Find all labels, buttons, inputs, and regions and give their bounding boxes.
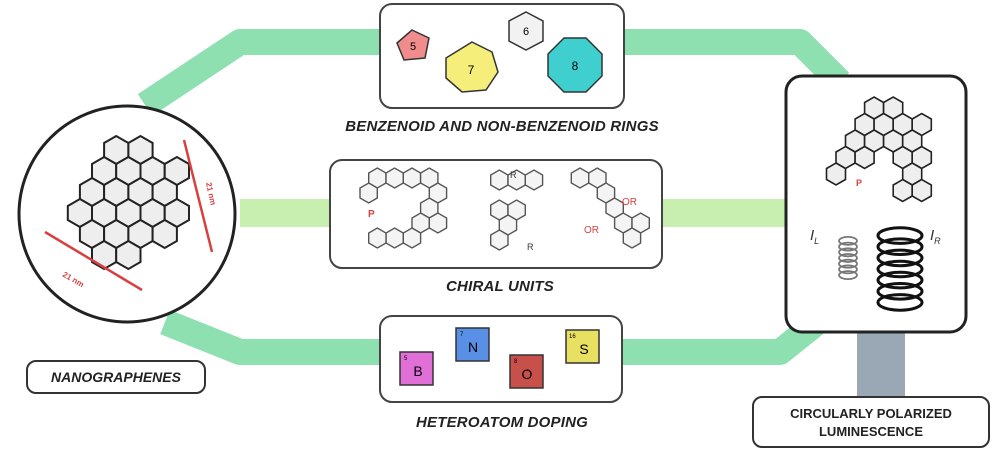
helix-coil — [838, 270, 858, 281]
atom-s-tile — [565, 329, 600, 364]
il-label: IL — [810, 227, 819, 246]
helix-coil — [876, 237, 924, 256]
hetero-box — [379, 315, 623, 403]
atom-o-symbol: O — [522, 366, 533, 382]
benzene-ring — [825, 162, 847, 186]
benzene-ring — [91, 239, 118, 271]
helicene-ring — [402, 167, 422, 189]
atom-b-z: 5 — [404, 356, 408, 362]
ring-6-shape — [508, 11, 544, 51]
ring-8-label: 8 — [572, 59, 579, 73]
binol-or-top: OR — [622, 197, 637, 208]
binol-or-bottom: OR — [584, 225, 599, 236]
helix-coil — [838, 247, 858, 258]
nanographene-structure — [66, 134, 190, 271]
helicene-ring — [428, 212, 448, 234]
helix-coil — [876, 259, 924, 279]
helicene-p-label: P — [368, 209, 375, 220]
atom-s-symbol: S — [579, 341, 588, 357]
helix-coil — [838, 235, 858, 246]
rings-title: BENZENOID AND NON-BENZENOID RINGS — [345, 118, 659, 135]
nanographenes-text: NANOGRAPHENES — [51, 369, 181, 385]
atom-n-tile — [455, 327, 490, 362]
cpl-stem — [857, 330, 905, 402]
atom-s-z: 16 — [569, 334, 576, 340]
binol-structure — [570, 167, 650, 249]
left-helix-icon — [838, 235, 858, 281]
helix-coil — [876, 282, 924, 301]
benzene-ring — [854, 145, 875, 170]
helix-coil — [838, 258, 858, 269]
benzene-ring — [892, 178, 914, 203]
helicene-ring — [402, 227, 422, 249]
ring-5-label: 5 — [410, 41, 416, 53]
atom-o-tile — [509, 354, 544, 389]
chiral-title: CHIRAL UNITS — [446, 278, 554, 295]
atom-b-symbol: B — [413, 363, 422, 379]
helix-coil — [838, 264, 858, 275]
cpl-helicene-structure — [825, 96, 933, 203]
binol-ring — [570, 167, 590, 189]
triptycene-structure — [490, 169, 544, 251]
dimension-line-bottom — [44, 230, 143, 292]
triptycene-r-bottom: R — [527, 242, 534, 252]
helix-coil — [876, 248, 924, 268]
top-band — [137, 29, 850, 116]
ir-label: IR — [930, 227, 941, 246]
helicene-structure — [359, 167, 448, 249]
nanographene-panel: 21 nm 21 nm — [17, 104, 237, 324]
cpl-panel: P IL IR — [784, 74, 968, 334]
right-helix-icon — [876, 226, 924, 312]
benzene-ring — [151, 218, 178, 250]
helicene-ring — [359, 182, 378, 204]
triptycene-ring — [490, 229, 509, 251]
hetero-title: HETEROATOM DOPING — [415, 414, 589, 431]
helix-coil — [876, 293, 924, 312]
helix-coil — [838, 253, 858, 263]
atom-o-z: 8 — [514, 359, 518, 365]
triptycene-ring — [524, 169, 544, 191]
atom-n-symbol: N — [468, 339, 478, 355]
helicene-ring — [385, 227, 404, 249]
cpl-label-line1: CIRCULARLY POLARIZED — [790, 406, 952, 421]
helicene-ring — [385, 167, 404, 189]
helix-coil — [838, 241, 858, 252]
ring-5-shape — [396, 29, 430, 61]
ring-6-label: 6 — [523, 26, 529, 38]
hetero-panel: 5 B 7 N 8 O 16 S — [379, 315, 623, 403]
ring-8-shape — [547, 37, 603, 93]
helix-coil — [876, 270, 924, 290]
binol-ring — [622, 227, 642, 249]
dimension-line-right — [182, 139, 214, 253]
triptycene-ring — [490, 169, 509, 191]
benzene-ring — [911, 178, 933, 203]
benzene-ring — [115, 239, 142, 271]
chiral-panel: P R R OR OR — [329, 159, 663, 269]
triptycene-r-top: R — [510, 170, 517, 180]
atom-b-tile — [399, 351, 434, 386]
nanographenes-label: NANOGRAPHENES — [26, 360, 206, 394]
ring-7-label: 7 — [468, 63, 475, 77]
cpl-p-label: P — [856, 178, 862, 188]
helix-coil — [876, 226, 924, 245]
rings-panel: 5 7 6 8 — [379, 3, 625, 109]
cpl-label: CIRCULARLY POLARIZED LUMINESCENCE — [752, 396, 990, 448]
ring-7-shape — [445, 41, 499, 93]
helicene-ring — [368, 227, 387, 249]
connector-bands — [137, 29, 905, 402]
cpl-label-line2: LUMINESCENCE — [818, 424, 923, 439]
atom-n-z: 7 — [460, 332, 464, 338]
